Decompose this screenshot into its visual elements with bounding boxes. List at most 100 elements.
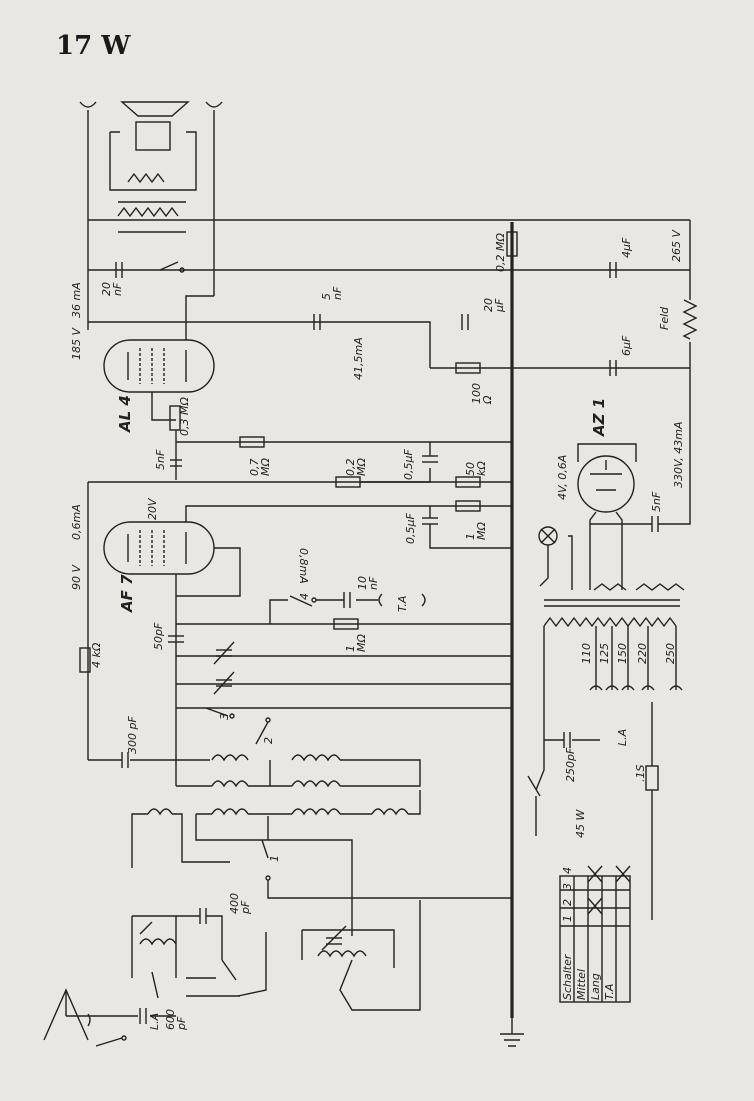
label-cap-05uF-a: 0,5µF [402,449,415,480]
switch-table-mark [587,897,603,915]
la-switch [95,1035,127,1047]
tube-label-al4: AL 4 [116,395,134,433]
capacitor-400pf [199,908,207,924]
label-v-20: 20V [146,497,159,520]
field-coil [682,299,698,340]
label-tap-250: 250 [664,643,677,664]
switch-3 [205,707,235,719]
switch-2 [255,717,271,745]
resistor-4k [79,647,91,673]
switch-1 [261,816,271,881]
label-v-265: 265 V [670,229,683,262]
label-i-06mA: 0,6mA [70,504,83,540]
capacitor-5nf-top [313,314,321,330]
label-cap-300pF: 300 pF [126,716,139,754]
capacitor-20uf [461,314,469,330]
screen-line-185v [88,321,431,368]
az1-anode-leads [577,443,637,462]
heater-resistor-2 [635,583,685,591]
az1-output-line [590,372,691,525]
label-res-07M: 0,7MΩ [248,458,272,476]
label-res-1M-b: 1MΩ [344,634,368,652]
switch-table-header-2: 2 [561,899,574,906]
label-fuse: .1S [634,765,647,782]
fuse [645,765,659,791]
label-sw-3: 3 [218,713,231,720]
label-sw-1: 1 [268,855,281,862]
af7-cathode-line [176,547,241,597]
coil-group-upper-wiring [176,759,421,787]
af7-screen-line [185,505,512,522]
capacitor-6uf [609,360,617,376]
label-res-50k: 50kΩ [464,461,488,476]
label-cap-5nF-top: 5nF [320,286,344,300]
label-res-4k: 4 kΩ [90,642,103,668]
label-la-mains: L.A [616,729,629,746]
tone-switch [159,261,185,273]
coil-group-upper [211,754,341,788]
resistor-1m-b [333,618,359,630]
loudspeaker [109,101,197,191]
switch-table-mark [615,865,631,883]
switch-table-header-3: 3 [561,883,574,890]
heater-resistor-1 [593,583,627,591]
label-res-100: 100Ω [470,383,494,405]
capacitor-4uf [609,262,617,278]
capacitor-05uf-b [422,517,438,525]
label-i-36mA: 36 mA [70,282,83,318]
resistor-03m [169,405,181,431]
switch-table-header-1: 1 [561,915,574,922]
cap-400pf-lead [176,915,223,960]
label-v-90: 90 V [70,564,83,590]
label-i-08mA: 0,8mA [297,548,310,584]
label-cap-10nF: 10nF [356,576,380,590]
switch-table-mark [587,865,603,883]
tube-label-az1: AZ 1 [590,398,608,437]
tone-capacitor-20nf [115,262,123,278]
switch-1-lead [267,880,512,899]
trimmer-capacitor-1 [213,641,235,665]
label-az1-supply: 330V, 43mA [672,422,685,489]
mains-taps [595,626,677,690]
label-power: 45 W [574,809,587,838]
label-tap-150: 150 [616,643,629,664]
tube-az1 [577,455,635,513]
ta-jack [378,593,426,607]
capacitor-10nf [343,592,351,608]
mains-primary-lead [535,626,600,791]
label-cap-20uF: 20µF [482,298,506,313]
label-res-03M: 0,3 MΩ [178,397,191,436]
label-tap-220: 220 [636,643,649,664]
capacitor-250pf [563,732,571,748]
capacitor-5nf-mid [170,459,182,467]
label-cap-5nF-mid: 5nF [154,449,167,470]
capacitor-05uf-a [422,455,438,463]
output-transformer [117,201,186,233]
label-res-1M: 1MΩ [464,522,488,540]
antenna-switch-wiring [186,977,240,997]
label-pilot-lamp: 4V, 0,6A [556,455,569,500]
antenna-symbol [43,988,89,1041]
switch-table [559,875,631,1003]
label-ta-1: T.A [396,596,409,612]
label-feld: Feld [658,306,671,330]
label-cap-4uF: 4µF [620,237,633,258]
switch-table-header-4: 4 [561,867,574,874]
label-cap-5nF-az: 5nF [650,491,663,512]
label-i-415: 41,5mA [352,337,365,380]
label-cap-400pF: 400pF [228,893,252,915]
mains-transformer [543,599,680,628]
label-cap-600pF: 600pF [164,1009,188,1031]
az1-cathode-leads [589,511,623,590]
speaker-jack-right [205,101,223,108]
antenna-jack [87,1013,91,1027]
al4-grid-lead [151,392,176,421]
switch-4-lead [269,599,288,624]
speaker-jack-left [79,101,97,108]
label-cap-20nF: 20nF [100,282,124,296]
label-tap-125: 125 [598,643,611,664]
antenna-coil-frame [131,915,177,978]
label-sw-2: 2 [262,737,275,744]
coil-group-lower-wiring [131,790,421,936]
